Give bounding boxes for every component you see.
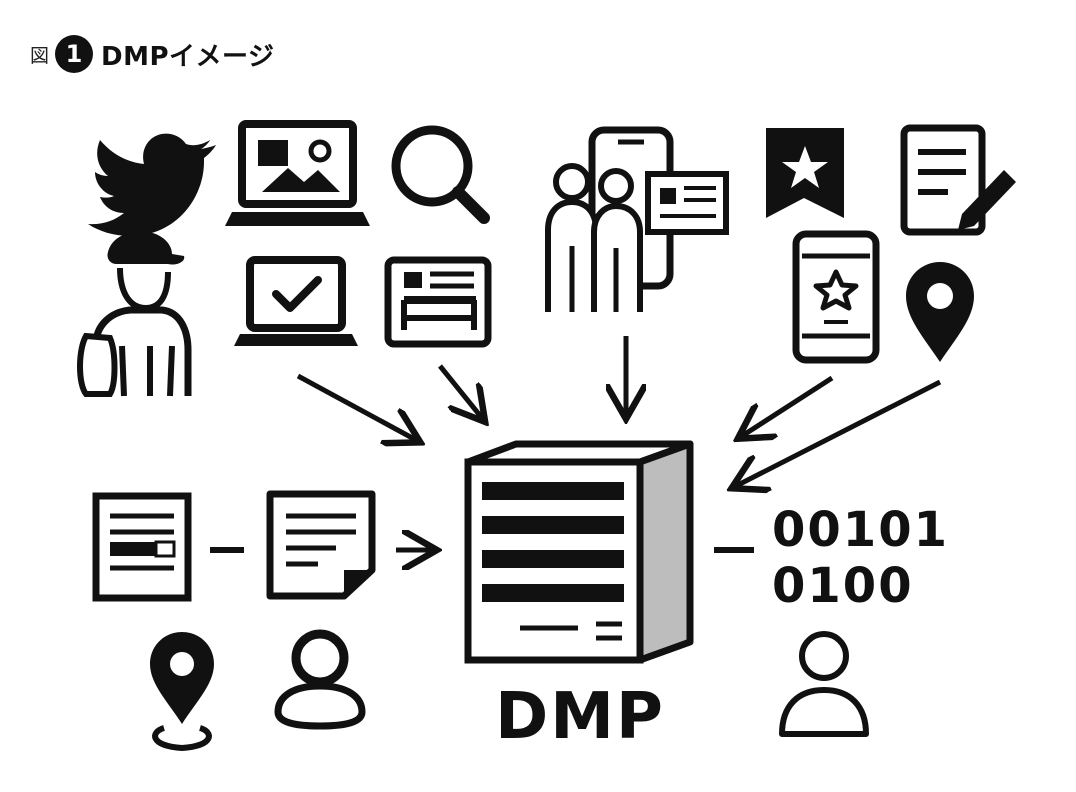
arrow-phone-to-dmp [742, 375, 834, 436]
person-with-cap-icon [77, 231, 192, 397]
laptop-image-icon [225, 120, 370, 226]
binary-data-text: 00101 0100 [772, 502, 949, 614]
bookmark-star-icon [766, 128, 844, 218]
binary-line-1: 00101 [772, 502, 949, 558]
figure-label: 図 [30, 44, 50, 67]
figure-number-badge: 1 [55, 35, 94, 73]
document-note-icon [266, 490, 376, 600]
arrow-pin-to-dmp [736, 379, 942, 486]
location-pin-icon [906, 262, 974, 362]
user-profile-icon [274, 629, 366, 730]
figure-title: DMPイメージ [101, 41, 275, 72]
twitter-bird-icon [88, 133, 216, 236]
magnifier-icon [391, 125, 490, 224]
arrow-hotel-to-dmp [438, 364, 482, 418]
server-box-icon [464, 440, 694, 664]
map-pin-icon [150, 632, 214, 752]
figure-caption: 図 1 DMPイメージ [30, 32, 275, 76]
document-pen-icon [900, 124, 1016, 236]
phone-star-icon [792, 230, 880, 364]
binary-line-2: 0100 [772, 558, 914, 614]
dmp-label: DMP [495, 680, 665, 754]
laptop-check-icon [234, 256, 358, 346]
arrow-laptop-to-dmp [296, 373, 416, 440]
user-outline-icon [779, 631, 869, 737]
hotel-bed-icon [384, 256, 492, 348]
document-list-icon [92, 492, 192, 602]
people-phone-icon [545, 126, 729, 312]
